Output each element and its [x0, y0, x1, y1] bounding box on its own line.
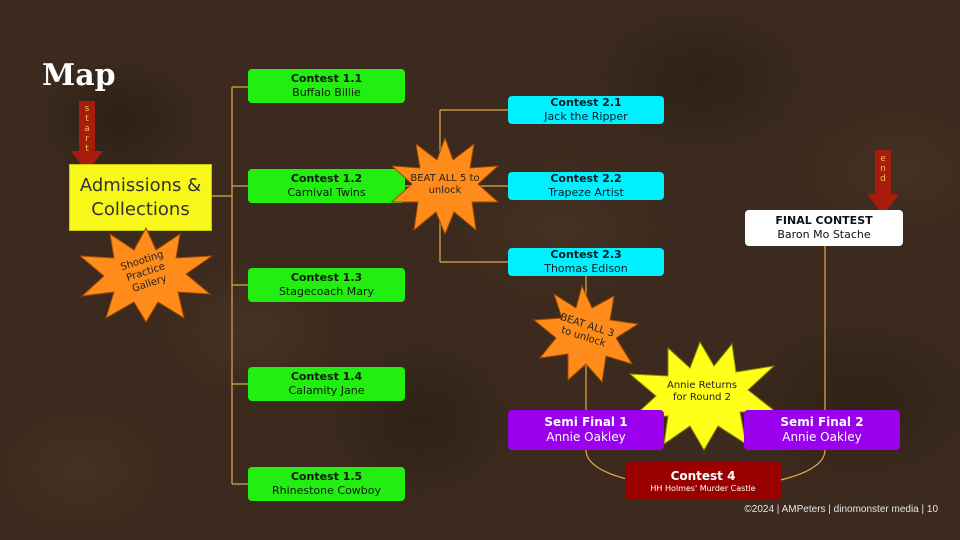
admissions-box: Admissions & Collections	[69, 164, 212, 231]
annie-returns-burst-icon	[628, 340, 778, 451]
shooting-gallery-burst-icon	[78, 226, 214, 323]
start-arrow-label: s t a r t	[79, 104, 95, 154]
semi-final-1-box: Semi Final 1 Annie Oakley	[508, 410, 664, 450]
contest-1-2-box: Contest 1.2 Carnival Twins	[248, 169, 405, 203]
start-letter: t	[85, 114, 89, 124]
end-arrow-label: e n d	[875, 154, 891, 184]
contest-title: Contest 1.2	[290, 172, 363, 185]
page-title: Map	[42, 58, 116, 93]
end-letter: n	[880, 164, 886, 174]
contest-2-3-box: Contest 2.3 Thomas Edison	[508, 248, 664, 276]
contest-title: Contest 4	[670, 468, 736, 483]
contest-title: Contest 2.3	[550, 248, 622, 261]
contest-1-4-box: Contest 1.4 Calamity Jane	[248, 367, 405, 401]
contest-title: FINAL CONTEST	[775, 214, 873, 227]
start-letter: r	[85, 134, 89, 144]
contest-2-2-box: Contest 2.2 Trapeze Artist	[508, 172, 664, 200]
contestant-name: Thomas Edison	[544, 262, 628, 275]
contest-1-5-box: Contest 1.5 Rhinestone Cowboy	[248, 467, 405, 501]
contestant-name: Trapeze Artist	[548, 186, 624, 199]
contest-title: Contest 1.3	[290, 271, 363, 284]
final-contest-box: FINAL CONTEST Baron Mo Stache	[745, 210, 903, 246]
contestant-name: Rhinestone Cowboy	[271, 484, 382, 497]
contest-title: Contest 2.1	[550, 96, 622, 109]
beat-all-5-label: BEAT ALL 5 to unlock	[410, 173, 480, 196]
contest-title: Contest 1.1	[290, 72, 363, 85]
contestant-name: Baron Mo Stache	[777, 228, 871, 241]
start-arrow-icon	[71, 101, 103, 172]
beat-all-3-burst-icon	[532, 284, 640, 384]
annie-returns-label: Annie Returns for Round 2	[666, 380, 738, 403]
start-letter: a	[84, 124, 90, 134]
start-letter: t	[85, 144, 89, 154]
end-arrow-icon	[867, 150, 899, 215]
contest-1-1-box: Contest 1.1 Buffalo Billie	[248, 69, 405, 103]
semi-final-2-box: Semi Final 2 Annie Oakley	[744, 410, 900, 450]
contestant-name: Calamity Jane	[288, 384, 365, 397]
contestant-name: Annie Oakley	[546, 430, 626, 444]
end-letter: e	[880, 154, 886, 164]
contestant-name: Annie Oakley	[782, 430, 862, 444]
footer-credit: ©2024 | AMPeters | dinomonster media | 1…	[744, 504, 938, 515]
end-letter: d	[880, 174, 886, 184]
contestant-name: HH Holmes' Murder Castle	[650, 483, 756, 493]
contest-title: Semi Final 1	[544, 415, 628, 429]
contest-title: Contest 2.2	[550, 172, 622, 185]
contest-title: Contest 1.4	[290, 370, 363, 383]
contest-2-1-box: Contest 2.1 Jack the Ripper	[508, 96, 664, 124]
contest-1-3-box: Contest 1.3 Stagecoach Mary	[248, 268, 405, 302]
contestant-name: Buffalo Billie	[292, 86, 361, 99]
contestant-name: Stagecoach Mary	[278, 285, 375, 298]
start-letter: s	[84, 104, 90, 114]
contestant-name: Carnival Twins	[287, 186, 366, 199]
contest-4-box: Contest 4 HH Holmes' Murder Castle	[625, 462, 781, 500]
contest-title: Semi Final 2	[780, 415, 864, 429]
beat-all-5-burst-icon	[390, 136, 500, 236]
admissions-label: Admissions & Collections	[79, 174, 202, 220]
contest-title: Contest 1.5	[290, 470, 363, 483]
contestant-name: Jack the Ripper	[544, 110, 628, 123]
